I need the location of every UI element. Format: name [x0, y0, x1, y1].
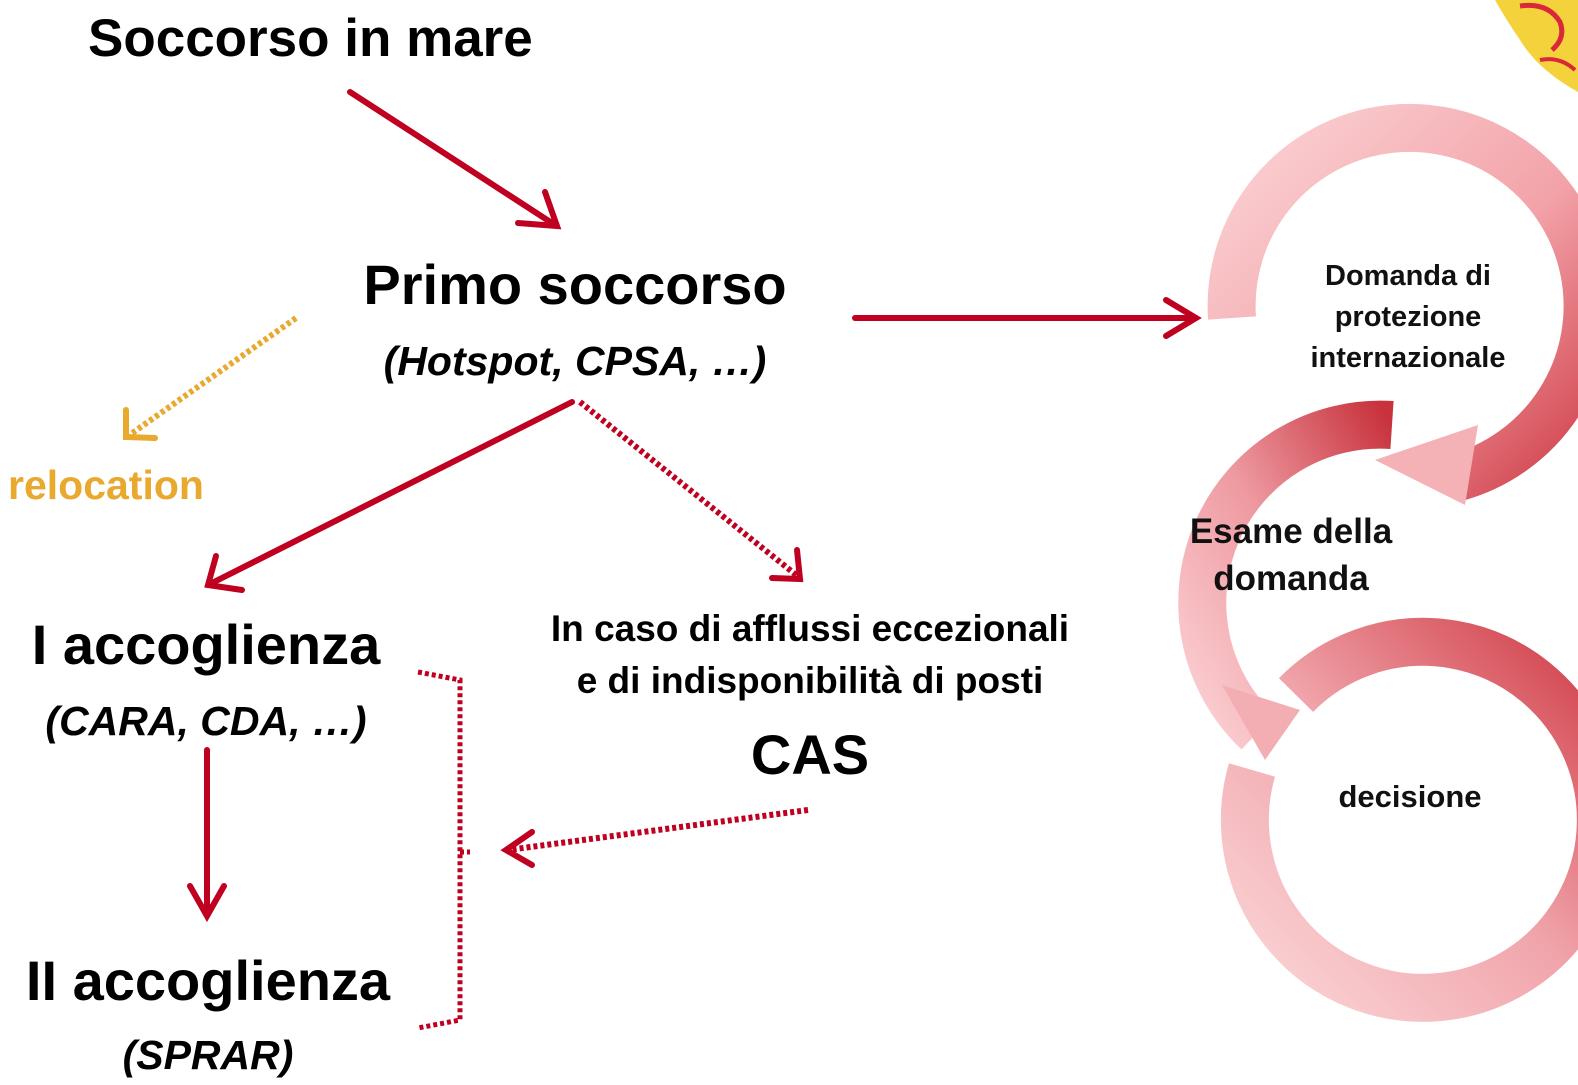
cycle-step-2-line-1: Esame della — [1189, 512, 1393, 551]
cycle-step-1-line-2: protezione — [1334, 301, 1482, 333]
cycle-step-1: Domanda di protezione internazionale — [1280, 256, 1536, 379]
first-reception-title: I accoglienza — [31, 613, 381, 676]
cycle-step-3: decisione — [1290, 776, 1530, 818]
cycle-step-2: Esame della domanda — [1160, 508, 1422, 602]
cycle-step-1-line-1: Domanda di — [1325, 260, 1491, 292]
arrow-first-aid-to-asylum — [852, 297, 1202, 339]
reception-bracket — [417, 669, 470, 1031]
exception-line-1: In caso di afflussi eccezionali — [550, 608, 1070, 649]
second-reception-title: II accoglienza — [25, 949, 391, 1012]
arrow-cas-to-reception — [500, 807, 809, 868]
arrow-first-aid-to-first-reception — [204, 399, 575, 593]
first-reception-subtitle: (CARA, CDA, …) — [45, 698, 367, 744]
cycle-ring-3 — [1220, 617, 1578, 1022]
cycle-step-3-line-1: decisione — [1338, 779, 1482, 814]
cycle-step-2-line-2: domanda — [1213, 559, 1369, 598]
arrow-sea-to-first-aid — [347, 89, 562, 230]
second-reception-subtitle: (SPRAR) — [122, 1032, 294, 1078]
corner-logo — [1495, 0, 1578, 92]
first-aid-subtitle: (Hotspot, CPSA, …) — [383, 338, 767, 384]
arrow-first-aid-to-cas — [578, 399, 804, 583]
exception-line-2: e di indisponibilità di posti — [576, 660, 1044, 701]
cycle-ring-2 — [1178, 400, 1394, 760]
first-aid-title: Primo soccorso — [363, 253, 787, 316]
sea-rescue-label: Soccorso in mare — [88, 9, 533, 68]
cycle-step-1-line-3: internazionale — [1310, 342, 1506, 374]
relocation-label: relocation — [8, 462, 204, 508]
cas-title: CAS — [750, 723, 870, 786]
arrow-first-to-second-reception — [187, 747, 227, 923]
arrow-first-aid-to-relocation — [123, 315, 298, 441]
cycle-ring-1 — [1207, 103, 1578, 505]
